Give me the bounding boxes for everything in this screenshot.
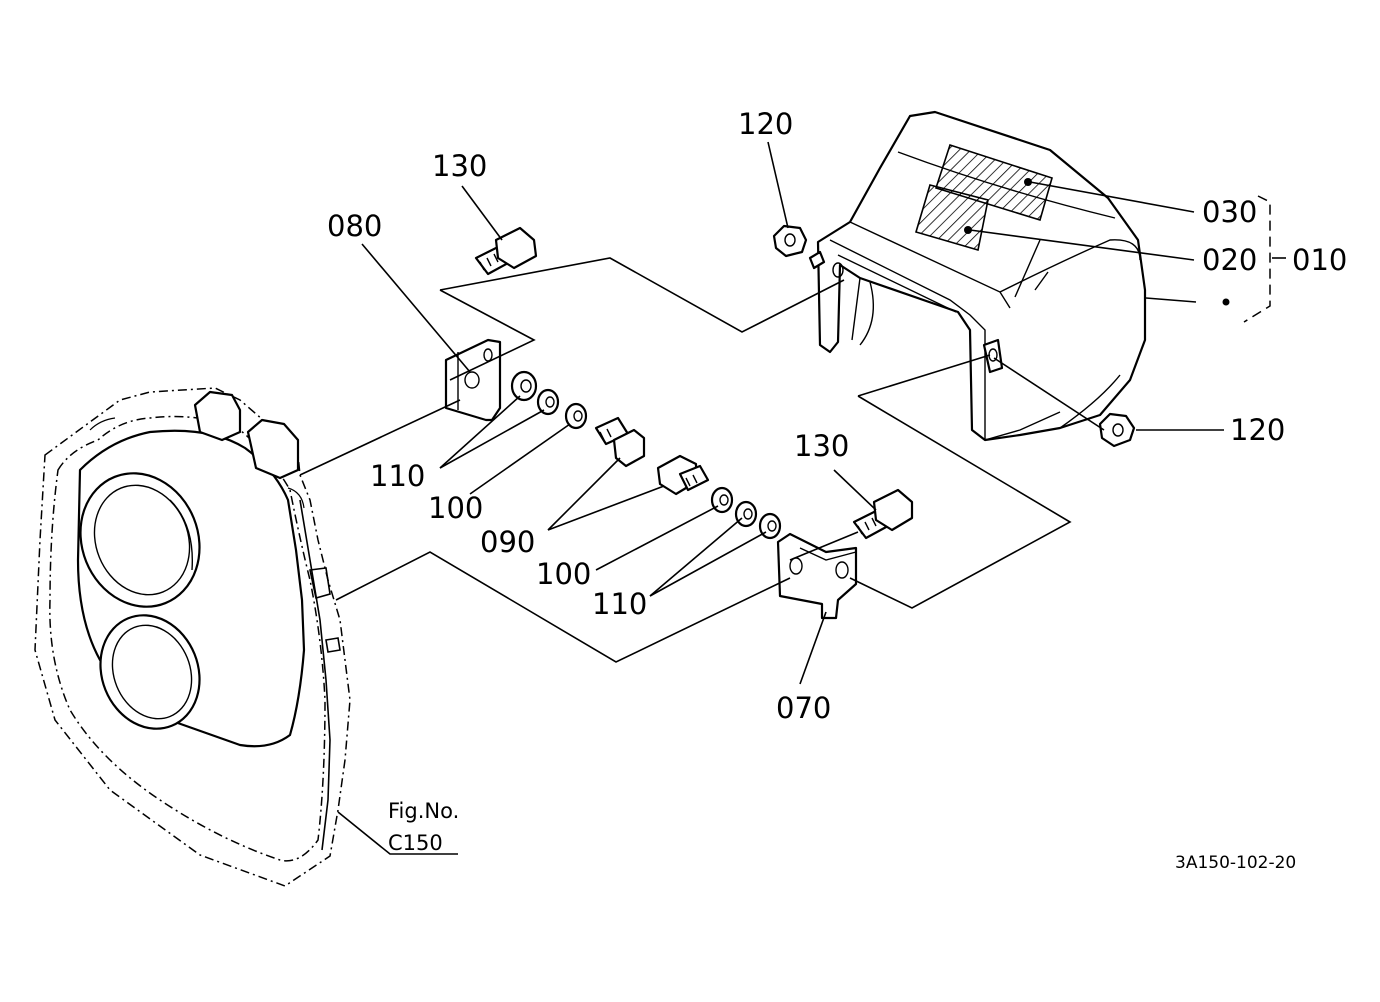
gear-case-housing xyxy=(34,387,351,887)
assembly-lines xyxy=(299,257,1072,663)
callout-070: 070 xyxy=(776,691,831,725)
callout-030: 030 xyxy=(1202,195,1257,229)
leader-lines xyxy=(337,141,1286,855)
callout-100-mid: 100 xyxy=(536,557,591,591)
callout-120-top: 120 xyxy=(738,107,793,141)
washers-mid xyxy=(710,486,782,540)
bolt-130-mid xyxy=(852,488,914,540)
callout-090: 090 xyxy=(480,525,535,559)
fig-ref-label: Fig.No. xyxy=(388,799,459,823)
callout-130-mid: 130 xyxy=(794,429,849,463)
callout-080: 080 xyxy=(327,209,382,243)
fig-ref-number: C150 xyxy=(388,831,443,855)
bracket-070 xyxy=(776,532,858,620)
callout-100-left: 100 xyxy=(428,491,483,525)
nut-120-right xyxy=(1098,412,1136,448)
label-020-decal xyxy=(915,184,989,252)
callout-110-mid: 110 xyxy=(592,587,647,621)
label-030-decal xyxy=(934,143,1053,222)
callout-130-top: 130 xyxy=(432,149,487,183)
figure-reference: Fig.No. C150 xyxy=(388,799,459,855)
callout-010: 010 xyxy=(1292,243,1347,277)
washers-left xyxy=(510,370,588,430)
cover-assembly xyxy=(808,110,1147,442)
callout-020: 020 xyxy=(1202,243,1257,277)
drawing-code: 3A150-102-20 xyxy=(1175,853,1296,873)
callout-120-right: 120 xyxy=(1230,413,1285,447)
bolt-130-top xyxy=(474,226,538,276)
callout-110-left: 110 xyxy=(370,459,425,493)
bolt-090-b xyxy=(656,454,710,496)
callout-labels: 130 080 120 030 020 010 120 110 100 090 … xyxy=(327,107,1347,725)
bolt-090-a xyxy=(594,416,646,468)
nut-120-top xyxy=(772,224,808,258)
